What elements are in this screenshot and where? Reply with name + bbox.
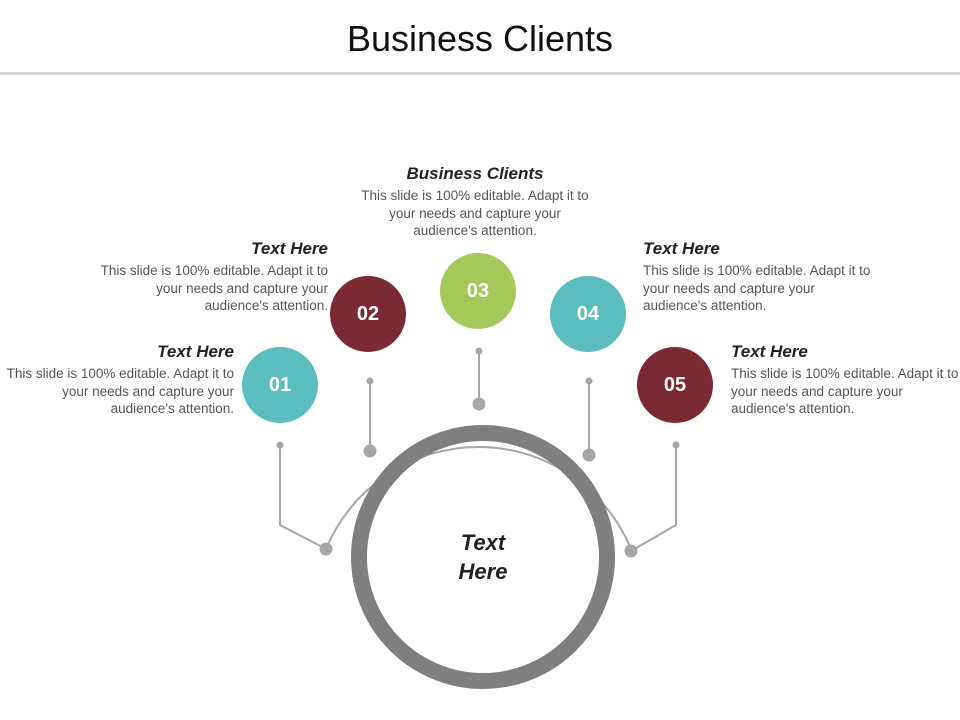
step-01-text: Text Here This slide is 100% editable. A… (4, 342, 234, 418)
arc-joint (624, 544, 638, 558)
slide-title: Business Clients (346, 18, 614, 59)
center-label: Text Here (413, 528, 553, 586)
step-03-body: This slide is 100% editable. Adapt it to… (361, 188, 589, 238)
step-04-body: This slide is 100% editable. Adapt it to… (643, 263, 871, 313)
arc-joint (319, 542, 333, 556)
step-02-circle: 02 (330, 276, 406, 352)
connector-dot (672, 441, 680, 449)
connector-dot (366, 377, 374, 385)
arc-joint (582, 448, 596, 462)
arc-joint (363, 444, 377, 458)
step-03-circle: 03 (440, 253, 516, 329)
connector-dot (276, 441, 284, 449)
step-04-text: Text Here This slide is 100% editable. A… (643, 239, 873, 315)
step-02-text: Text Here This slide is 100% editable. A… (98, 239, 328, 315)
step-03-text: Business Clients This slide is 100% edit… (360, 164, 590, 240)
step-05-circle: 05 (637, 347, 713, 423)
step-02-heading: Text Here (251, 239, 328, 258)
center-label-line2: Here (458, 559, 508, 584)
arc-joint (472, 397, 486, 411)
step-03-heading: Business Clients (406, 164, 544, 183)
connector-05 (630, 445, 677, 552)
step-04-heading: Text Here (643, 239, 720, 258)
step-05-body: This slide is 100% editable. Adapt it to… (731, 366, 959, 416)
step-04-circle: 04 (550, 276, 626, 352)
step-01-heading: Text Here (157, 342, 234, 361)
step-01-body: This slide is 100% editable. Adapt it to… (6, 366, 234, 416)
connector-dot (585, 377, 593, 385)
title-divider (0, 72, 960, 75)
connector-01 (279, 445, 327, 550)
step-02-body: This slide is 100% editable. Adapt it to… (100, 263, 328, 313)
step-05-heading: Text Here (731, 342, 808, 361)
step-05-text: Text Here This slide is 100% editable. A… (731, 342, 960, 418)
connector-dot (475, 347, 483, 355)
center-label-line1: Text (460, 530, 506, 555)
step-01-circle: 01 (242, 347, 318, 423)
center-ring (351, 425, 615, 689)
